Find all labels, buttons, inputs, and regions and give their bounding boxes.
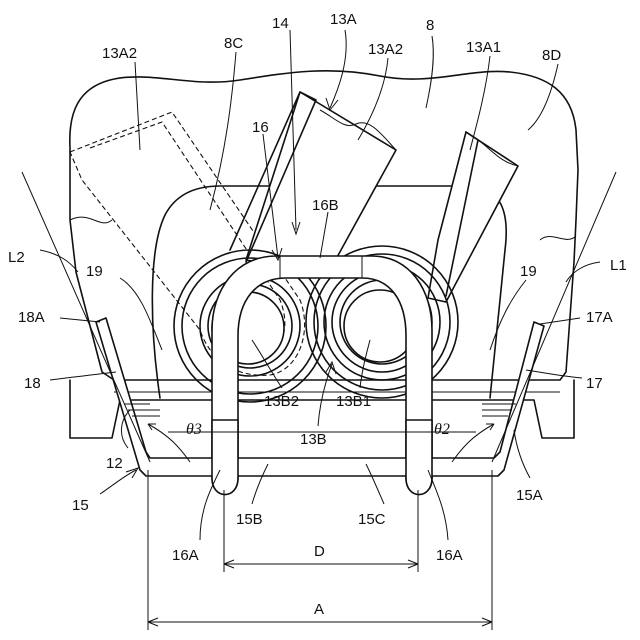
label-8D: 8D <box>542 47 561 64</box>
label-13A2-left: 13A2 <box>102 45 137 62</box>
angle-theta2-arc <box>452 424 494 462</box>
label-13B1: 13B1 <box>336 393 371 410</box>
u-clip-leg-left <box>212 420 238 495</box>
label-19-left: 19 <box>86 263 103 280</box>
plate-15 <box>96 318 544 476</box>
label-theta3: θ3 <box>186 421 202 438</box>
label-16A-right: 16A <box>436 547 463 564</box>
label-L2: L2 <box>8 249 25 266</box>
label-8: 8 <box>426 17 434 34</box>
housing-cut-left <box>70 217 112 223</box>
label-17A: 17A <box>586 309 613 326</box>
label-17: 17 <box>586 375 603 392</box>
label-18A: 18A <box>18 309 45 326</box>
label-theta2: θ2 <box>434 421 450 438</box>
label-8C: 8C <box>224 35 243 52</box>
label-15C: 15C <box>358 511 386 528</box>
angle-theta2-arrow <box>486 424 494 430</box>
label-15B: 15B <box>236 511 263 528</box>
label-16B: 16B <box>312 197 339 214</box>
label-13A1: 13A1 <box>466 39 501 56</box>
label-18: 18 <box>24 375 41 392</box>
label-15: 15 <box>72 497 89 514</box>
label-13A2-mid: 13A2 <box>368 41 403 58</box>
label-13A: 13A <box>330 11 357 28</box>
label-14: 14 <box>272 15 289 32</box>
label-A: A <box>314 601 324 618</box>
label-16: 16 <box>252 119 269 136</box>
label-13B: 13B <box>300 431 327 448</box>
label-12: 12 <box>106 455 123 472</box>
base-plate <box>70 380 574 438</box>
housing-cut-right <box>540 236 576 240</box>
label-D: D <box>314 543 325 560</box>
label-L1: L1 <box>610 257 627 274</box>
label-13B2: 13B2 <box>264 393 299 410</box>
label-15A: 15A <box>516 487 543 504</box>
label-16A-left: 16A <box>172 547 199 564</box>
angle-theta3-arrow <box>148 424 156 430</box>
angle-theta3-arc <box>148 424 190 462</box>
u-clip-leg-right <box>406 420 432 495</box>
label-19-right: 19 <box>520 263 537 280</box>
